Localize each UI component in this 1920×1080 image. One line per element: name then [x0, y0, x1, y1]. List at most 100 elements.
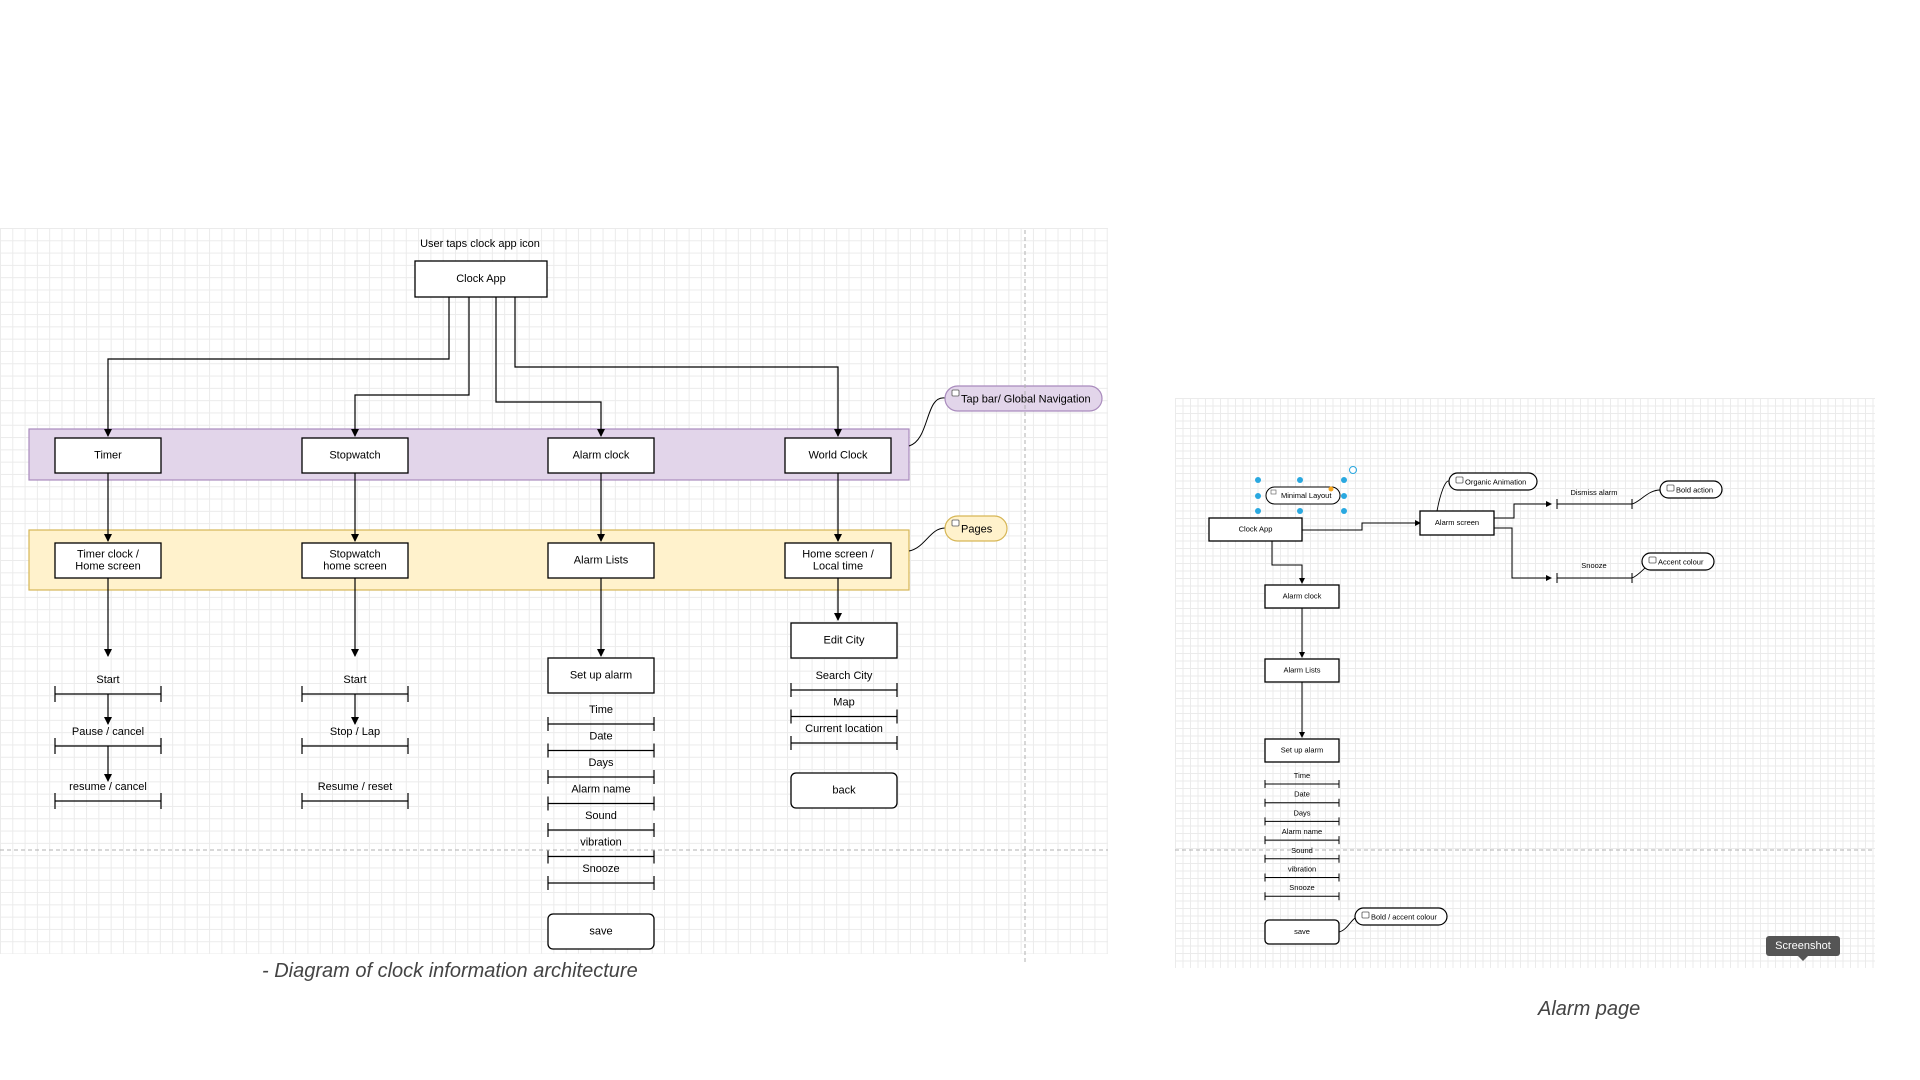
- bold-action-tag[interactable]: [1659, 480, 1723, 499]
- alarm-save-button-label: save: [589, 925, 612, 937]
- rotate-handle[interactable]: [1349, 466, 1357, 474]
- tab-alarm[interactable]: [547, 437, 655, 474]
- organic-tag-note-icon: [1455, 476, 1464, 484]
- organic-tag[interactable]: [1448, 472, 1538, 491]
- connector-root-stopwatch: [351, 297, 470, 437]
- connector-bold-action: [1631, 489, 1661, 505]
- connector-root-timer: [104, 297, 450, 437]
- tab-world[interactable]: [784, 437, 892, 474]
- stopwatch-item-2-label: Stop / Lap: [330, 726, 380, 738]
- alarm-item-3-label: Alarm name: [571, 783, 630, 795]
- alarm-item-6-label: Snooze: [582, 863, 619, 875]
- connector-dismiss: [1494, 501, 1552, 519]
- alarm-page-save-button-label: save: [1294, 927, 1310, 936]
- world-edit-city[interactable]: [790, 622, 898, 659]
- alarm-item-0: [547, 717, 655, 731]
- pages-tag-note-icon: [951, 519, 960, 527]
- connector-pages-tag: [908, 527, 946, 552]
- stopwatch-item-3-label: Resume / reset: [318, 781, 393, 793]
- connector-root-alarmclock: [1271, 541, 1305, 584]
- tab-stopwatch-label: Stopwatch: [329, 449, 380, 461]
- page-world[interactable]: [784, 542, 892, 579]
- alarm-save-button[interactable]: [547, 913, 655, 950]
- selection-handle-3[interactable]: [1255, 493, 1261, 499]
- selection-handle-6[interactable]: [1297, 508, 1303, 514]
- world-item-1-label: Map: [833, 696, 854, 708]
- alarm-page-item-4-label: Sound: [1291, 846, 1313, 855]
- alarm-item-5-label: vibration: [580, 836, 622, 848]
- alarm-setup[interactable]: [547, 657, 655, 694]
- connector-organic: [1436, 480, 1450, 512]
- selection-handle-4[interactable]: [1341, 493, 1347, 499]
- root-clock-app-label: Clock App: [456, 273, 506, 285]
- alarm-item-1: [547, 743, 655, 758]
- connector-snooze: [1494, 527, 1552, 581]
- stopwatch-item-start-label: Start: [343, 674, 366, 686]
- snooze-label: Snooze: [1581, 561, 1606, 570]
- world-item-0-label: Search City: [816, 670, 873, 682]
- snooze-bracket: [1556, 573, 1633, 583]
- screenshot-tooltip[interactable]: Screenshot: [1766, 936, 1840, 961]
- alarm-page-item-6: [1264, 892, 1340, 901]
- page-alarm-label: Alarm Lists: [574, 554, 629, 566]
- alarm-setup-box[interactable]: [1264, 738, 1340, 763]
- page-stopwatch-label: Stopwatch: [329, 548, 380, 560]
- page-timer-label: Timer clock /: [77, 548, 140, 560]
- page-world-label: Local time: [813, 560, 863, 572]
- page-stopwatch-label: home screen: [323, 560, 387, 572]
- nav-tag[interactable]: [944, 385, 1103, 412]
- nav-tag-note-icon: [951, 389, 960, 397]
- selection-handle-5[interactable]: [1255, 508, 1261, 514]
- page-alarm[interactable]: [547, 542, 655, 579]
- alarm-item-3: [547, 796, 655, 811]
- alarm-page-item-6-label: Snooze: [1289, 883, 1314, 892]
- minimal-layout-tag[interactable]: [1265, 486, 1341, 505]
- stopwatch-item-3: [301, 793, 409, 809]
- top-note: User taps clock app icon: [420, 238, 540, 250]
- selection-handle-7[interactable]: [1341, 508, 1347, 514]
- connector-root-world: [514, 297, 842, 437]
- alarm-page-item-0: [1264, 780, 1340, 788]
- world-item-0: [790, 683, 898, 697]
- page-world-label: Home screen /: [802, 548, 874, 560]
- timer-item-2-label: Pause / cancel: [72, 726, 144, 738]
- world-back-button[interactable]: [790, 772, 898, 809]
- selection-handle-1[interactable]: [1297, 477, 1303, 483]
- selection-anchor[interactable]: [1328, 486, 1334, 492]
- selection-handle-0[interactable]: [1255, 477, 1261, 483]
- alarm-page-item-2-label: Days: [1293, 808, 1310, 817]
- pages-tag[interactable]: [944, 515, 1008, 542]
- connector-nav-tag: [908, 397, 946, 447]
- alarm-item-1-label: Date: [589, 730, 612, 742]
- alarm-item-6: [547, 876, 655, 890]
- accent-tag[interactable]: [1641, 552, 1715, 571]
- tab-alarm-label: Alarm clock: [573, 449, 630, 461]
- bold-accent-tag[interactable]: [1354, 907, 1448, 926]
- world-edit-city-label: Edit City: [824, 634, 865, 646]
- timer-item-3-label: resume / cancel: [69, 781, 147, 793]
- root-clock-app[interactable]: [414, 260, 548, 298]
- alarm-item-0-label: Time: [589, 704, 613, 716]
- alarm-root-clock-app-label: Clock App: [1239, 524, 1273, 533]
- alarm-lists-box-label: Alarm Lists: [1283, 665, 1320, 674]
- ia-diagram-caption: - Diagram of clock information architect…: [262, 960, 638, 982]
- dismiss-bracket: [1556, 499, 1633, 509]
- alarm-screen-box[interactable]: [1419, 510, 1495, 536]
- connector-root-alarm-screen: [1302, 520, 1421, 531]
- alarm-diagram-caption: Alarm page: [1538, 998, 1641, 1020]
- alarm-page-item-0-label: Time: [1294, 771, 1310, 780]
- pages-band: [28, 529, 910, 591]
- page-timer[interactable]: [54, 542, 162, 579]
- connector-root-alarm: [495, 297, 605, 437]
- alarm-item-4: [547, 823, 655, 837]
- alarm-item-4-label: Sound: [585, 810, 617, 822]
- alarm-page-item-1-label: Date: [1294, 790, 1310, 799]
- tab-timer-label: Timer: [94, 449, 122, 461]
- alarm-page-item-4: [1264, 854, 1340, 863]
- tab-stopwatch[interactable]: [301, 437, 409, 474]
- nav-tag-label: Tap bar/ Global Navigation: [961, 393, 1091, 405]
- alarm-item-2: [547, 770, 655, 784]
- dismiss-label: Dismiss alarm: [1570, 488, 1617, 497]
- selection-handle-2[interactable]: [1341, 477, 1347, 483]
